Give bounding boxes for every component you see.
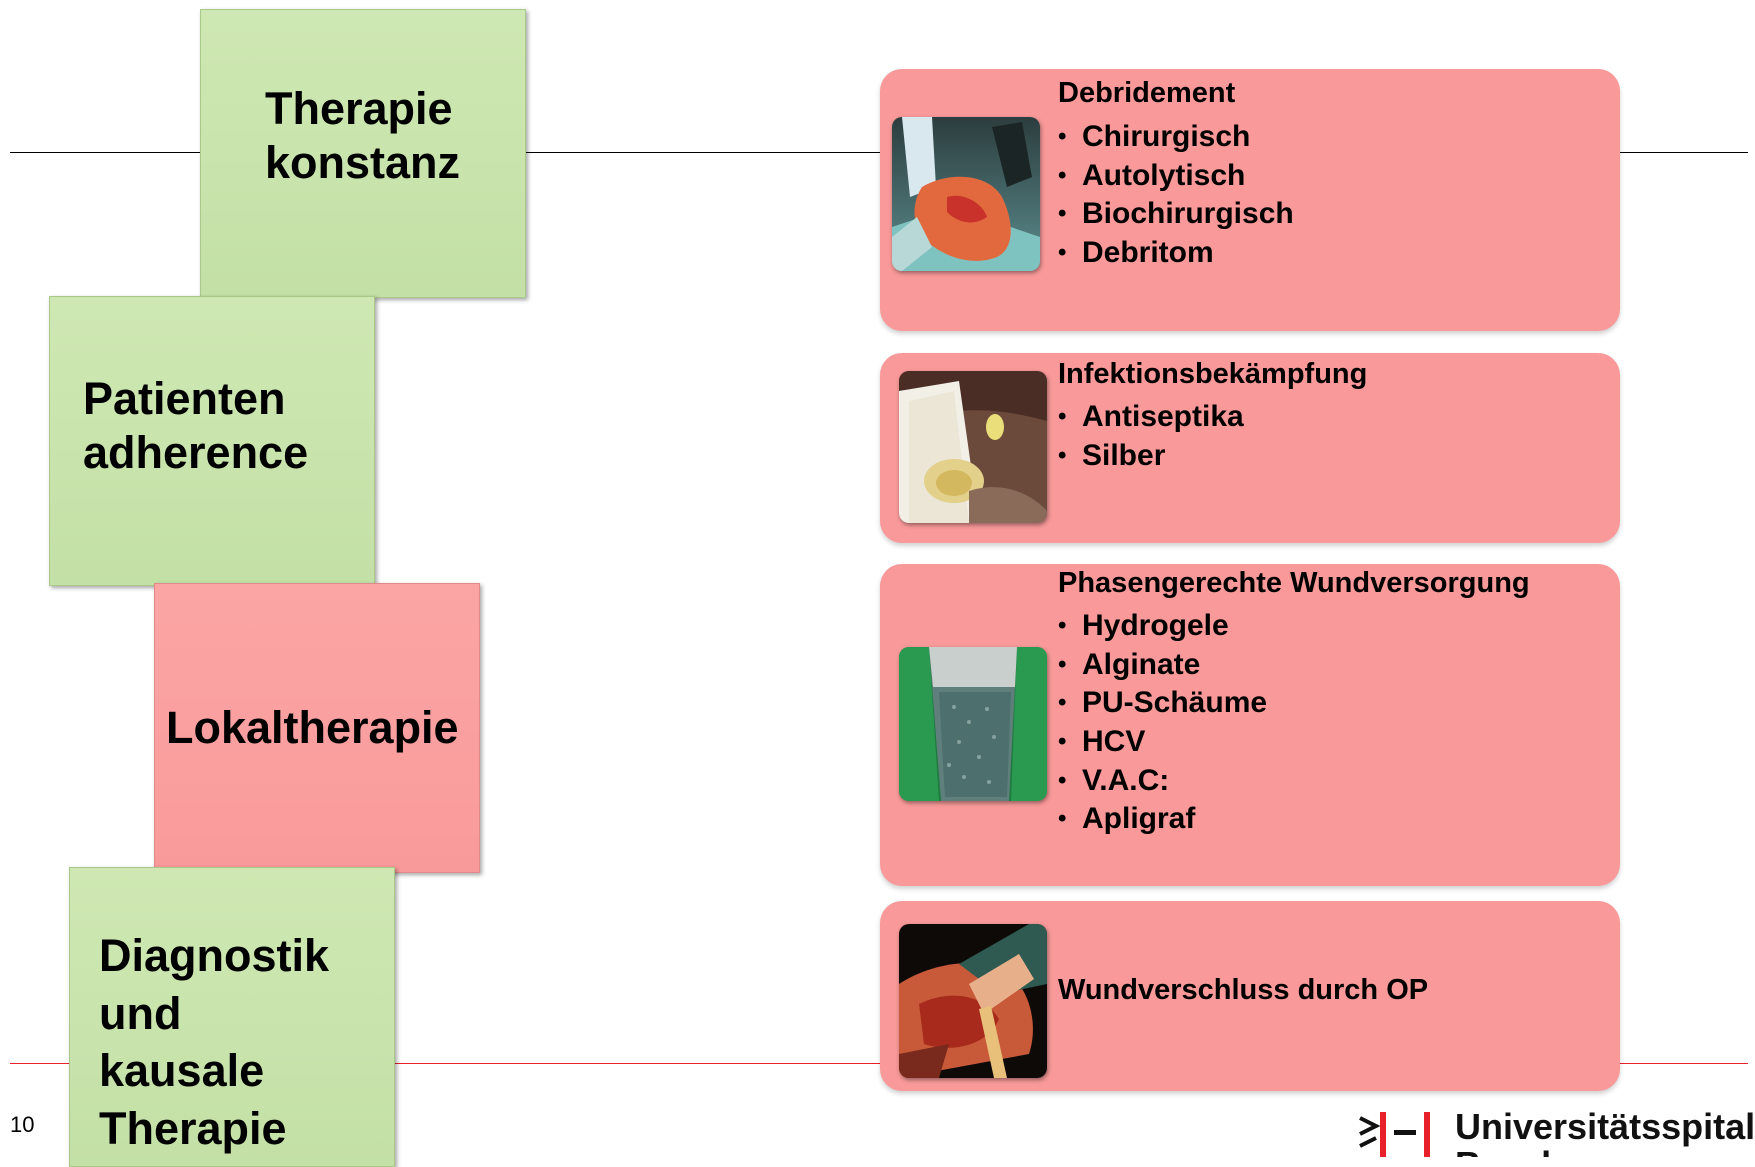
- block-patienten-line1: Patienten: [83, 372, 374, 426]
- list-item-text: Hydrogele: [1082, 609, 1229, 642]
- list-item: •Apligraf: [1058, 800, 1267, 839]
- vac-dressing-photo: [899, 647, 1047, 801]
- block-therapie-line2: konstanz: [265, 136, 525, 190]
- block-therapie-line1: Therapie: [265, 82, 525, 136]
- logo-line2: Basel: [1455, 1146, 1755, 1157]
- panel-infektion-list: •Antiseptika •Silber: [1058, 398, 1244, 475]
- panel-wundverschluss: Wundverschluss durch OP: [880, 901, 1620, 1091]
- list-item: •Chirurgisch: [1058, 118, 1294, 157]
- list-item: •Alginate: [1058, 646, 1267, 685]
- list-item-text: Antiseptika: [1082, 400, 1244, 433]
- list-item-text: Debritom: [1082, 236, 1214, 269]
- logo-text: Universitätsspital Basel: [1455, 1108, 1755, 1157]
- list-item-text: Autolytisch: [1082, 159, 1245, 192]
- list-item-text: Silber: [1082, 439, 1165, 472]
- block-diagnostik: Diagnostik und kausale Therapie: [69, 867, 395, 1167]
- list-item-text: Alginate: [1082, 648, 1200, 681]
- list-item-text: Apligraf: [1082, 802, 1195, 835]
- panel-infektion-title: Infektionsbekämpfung: [1058, 358, 1367, 391]
- surgery-photo: [899, 924, 1047, 1078]
- list-item: •Hydrogele: [1058, 607, 1267, 646]
- block-therapie-konstanz: Therapie konstanz: [200, 9, 526, 298]
- panel-wundversorgung: Phasengerechte Wundversorgung •Hydrogele…: [880, 564, 1620, 886]
- list-item: •HCV: [1058, 723, 1267, 762]
- block-patienten-adherence: Patienten adherence: [49, 296, 375, 586]
- list-item-text: Biochirurgisch: [1082, 197, 1294, 230]
- block-diagnostik-line4: Therapie: [99, 1100, 394, 1158]
- block-diagnostik-line2: und: [99, 985, 394, 1043]
- list-item: •Debritom: [1058, 234, 1294, 273]
- block-lokaltherapie: Lokaltherapie: [154, 583, 480, 873]
- panel-wundversorgung-title: Phasengerechte Wundversorgung: [1058, 567, 1530, 600]
- list-item-text: HCV: [1082, 725, 1145, 758]
- list-item-text: PU-Schäume: [1082, 686, 1267, 719]
- page-number: 10: [10, 1112, 34, 1138]
- panel-wundverschluss-title: Wundverschluss durch OP: [1058, 974, 1428, 1007]
- list-item: •Biochirurgisch: [1058, 195, 1294, 234]
- infection-photo: [899, 371, 1047, 523]
- panel-debridement: Debridement •Chirurgisch •Autolytisch •B…: [880, 69, 1620, 331]
- logo-line1: Universitätsspital: [1455, 1108, 1755, 1146]
- panel-infektionsbekaempfung: Infektionsbekämpfung •Antiseptika •Silbe…: [880, 353, 1620, 543]
- block-diagnostik-line1: Diagnostik: [99, 927, 394, 985]
- list-item: •V.A.C:: [1058, 762, 1267, 801]
- panel-wundversorgung-list: •Hydrogele •Alginate •PU-Schäume •HCV •V…: [1058, 607, 1267, 839]
- block-patienten-line2: adherence: [83, 426, 374, 480]
- debridement-photo: [892, 117, 1040, 271]
- block-lokal-line1: Lokaltherapie: [166, 701, 479, 755]
- panel-debridement-list: •Chirurgisch •Autolytisch •Biochirurgisc…: [1058, 118, 1294, 273]
- list-item: •Silber: [1058, 437, 1244, 476]
- universitaetsspital-logo: Universitätsspital Basel: [1358, 1108, 1755, 1157]
- list-item-text: Chirurgisch: [1082, 120, 1250, 153]
- list-item-text: V.A.C:: [1082, 764, 1169, 797]
- panel-debridement-title: Debridement: [1058, 77, 1235, 110]
- block-diagnostik-line3: kausale: [99, 1042, 394, 1100]
- list-item: •Autolytisch: [1058, 157, 1294, 196]
- list-item: •PU-Schäume: [1058, 684, 1267, 723]
- university-hospital-logo-icon: [1358, 1108, 1448, 1157]
- list-item: •Antiseptika: [1058, 398, 1244, 437]
